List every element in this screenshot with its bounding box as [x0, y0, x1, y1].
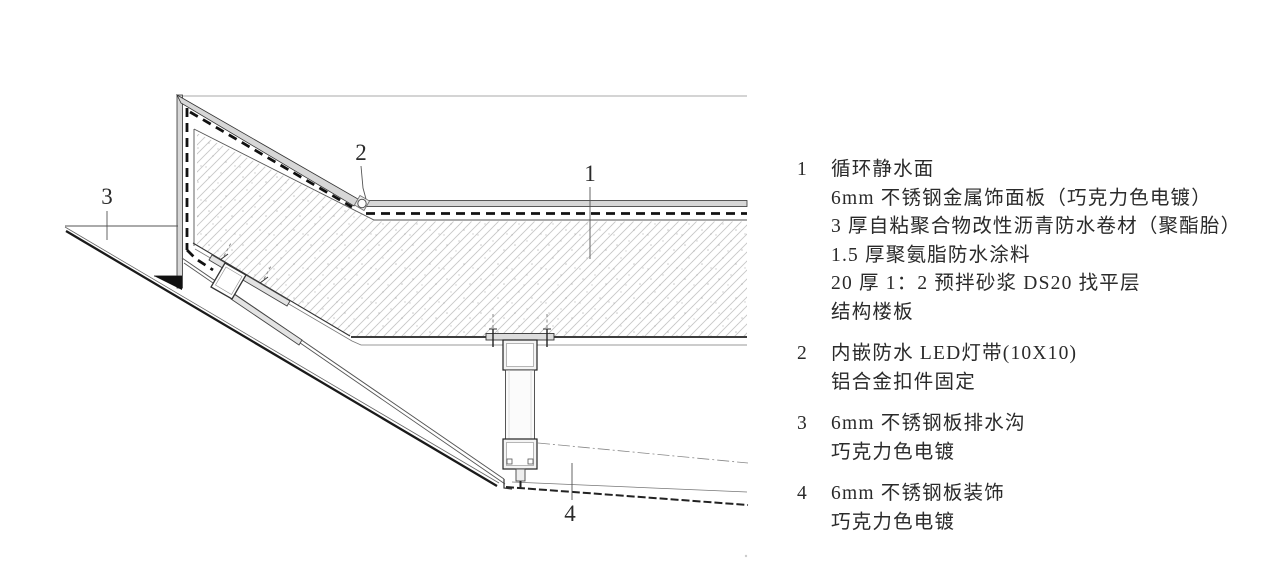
legend-line: 1.5 厚聚氨脂防水涂料	[831, 244, 1031, 266]
legend-line: 内嵌防水 LED灯带(10X10)	[831, 343, 1078, 364]
callout-4-number: 4	[564, 501, 576, 526]
legend-item-1: 1 循环静水面 6mm 不锈钢金属饰面板（巧克力色电镀） 3 厚自粘聚合物改性沥…	[797, 156, 1267, 327]
stainless-fascia-plate	[154, 93, 359, 290]
legend-line: 铝合金扣件固定	[831, 371, 976, 393]
vertical-hanger-assembly	[485, 314, 555, 489]
legend-item-3-lines: 6mm 不锈钢板排水沟 巧克力色电镀	[831, 410, 1267, 467]
stainless-top-band	[365, 200, 748, 207]
legend-item-2: 2 内嵌防水 LED灯带(10X10) 铝合金扣件固定	[797, 340, 1267, 397]
legend-line: 结构楼板	[831, 301, 914, 323]
legend-line: 巧克力色电镀	[831, 441, 956, 463]
callouts: 1 2 3 4	[101, 140, 596, 526]
legend-line: 6mm 不锈钢板装饰	[831, 483, 1005, 504]
legend-line: 3 厚自粘聚合物改性沥青防水卷材（聚酯胎）	[831, 216, 1242, 237]
legend: 1 循环静水面 6mm 不锈钢金属饰面板（巧克力色电镀） 3 厚自粘聚合物改性沥…	[797, 156, 1267, 550]
legend-item-3-number: 3	[797, 413, 808, 434]
legend-item-4-lines: 6mm 不锈钢板装饰 巧克力色电镀	[831, 480, 1267, 537]
legend-item-2-number: 2	[797, 343, 808, 364]
legend-item-2-lines: 内嵌防水 LED灯带(10X10) 铝合金扣件固定	[831, 340, 1267, 397]
legend-line: 巧克力色电镀	[831, 511, 956, 533]
legend-line: 20 厚 1：2 预拌砂浆 DS20 找平层	[831, 273, 1141, 294]
concrete-slab	[192, 128, 747, 346]
legend-item-4: 4 6mm 不锈钢板装饰 巧克力色电镀	[797, 480, 1267, 537]
legend-item-1-number: 1	[797, 159, 808, 180]
slope-clip-bracket	[208, 242, 303, 346]
led-strip-detail	[353, 194, 371, 212]
callout-3-number: 3	[101, 184, 113, 209]
callout-2-number: 2	[355, 140, 367, 165]
break-mark	[744, 554, 748, 558]
callout-2-leader	[360, 165, 367, 200]
drain-gutter	[64, 225, 500, 487]
legend-item-3: 3 6mm 不锈钢板排水沟 巧克力色电镀	[797, 410, 1267, 467]
legend-item-1-lines: 循环静水面 6mm 不锈钢金属饰面板（巧克力色电镀） 3 厚自粘聚合物改性沥青防…	[831, 156, 1267, 327]
legend-item-4-number: 4	[797, 483, 808, 504]
legend-line: 循环静水面	[831, 159, 935, 180]
legend-line: 6mm 不锈钢金属饰面板（巧克力色电镀）	[831, 187, 1212, 209]
callout-1-number: 1	[584, 161, 596, 186]
waterproof-membrane-dashed	[185, 108, 747, 272]
legend-line: 6mm 不锈钢板排水沟	[831, 413, 1026, 434]
